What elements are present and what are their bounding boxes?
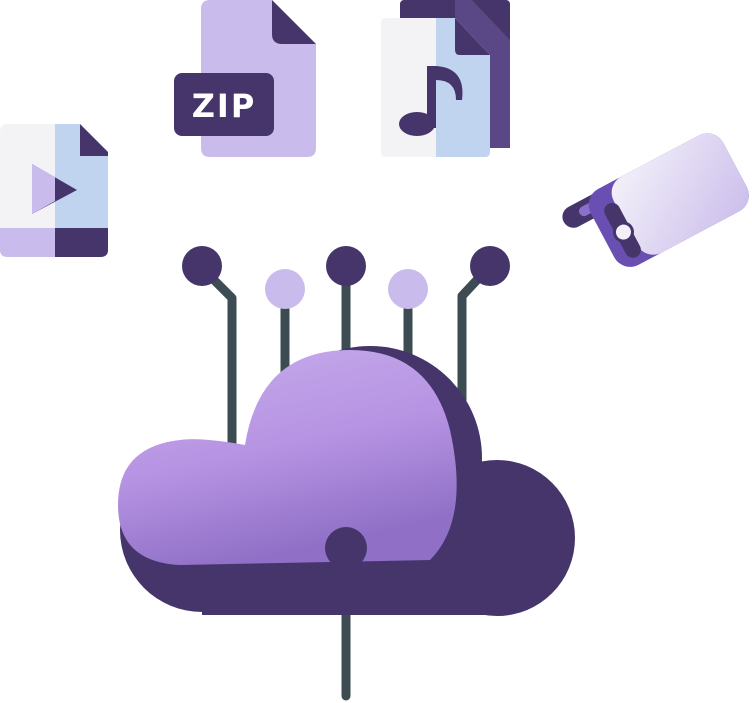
video-file-icon xyxy=(0,124,108,257)
zip-badge-label: ZIP xyxy=(192,87,257,125)
circuit-nodes xyxy=(182,246,510,309)
cloud-icon xyxy=(118,346,575,616)
zip-badge xyxy=(174,73,274,136)
music-file-icon xyxy=(381,0,510,157)
zip-file-icon: ZIP xyxy=(174,0,316,157)
vr-headset-icon xyxy=(562,133,749,267)
